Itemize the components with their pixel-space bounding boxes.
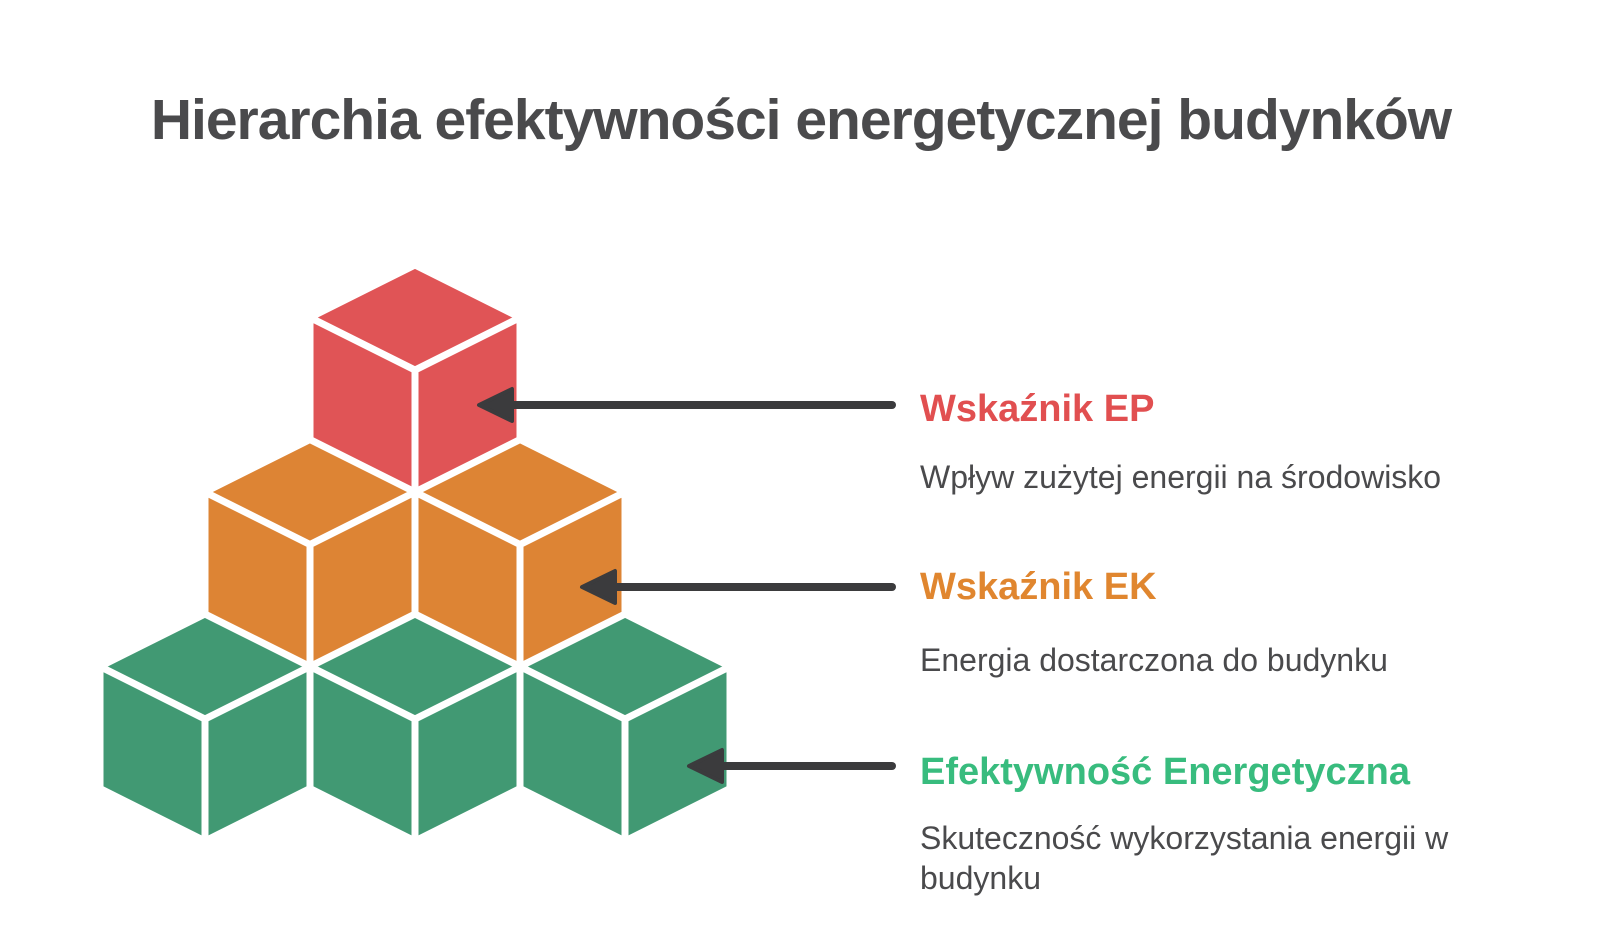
annotation-description-efektywnosc-energetyczna: Skuteczność wykorzystania energii w budy… <box>920 820 1449 896</box>
iso-cube <box>306 610 524 845</box>
arrow-efektywnosc-energetyczna <box>687 748 896 784</box>
iso-cube <box>306 261 524 496</box>
iso-cube <box>96 610 314 845</box>
annotation-description-wskaznik-ek: Energia dostarczona do budynku <box>920 642 1388 678</box>
arrow-wskaznik-ep <box>477 387 896 423</box>
page-title: Hierarchia efektywności energetycznej bu… <box>150 88 1452 152</box>
cube-pyramid <box>96 261 734 845</box>
annotation-arrows <box>477 387 896 784</box>
annotation-label-wskaznik-ep: Wskaźnik EP <box>920 388 1155 430</box>
arrow-wskaznik-ek <box>580 569 896 605</box>
annotation-label-efektywnosc-energetyczna: Efektywność Energetyczna <box>920 751 1410 793</box>
annotation-description-wskaznik-ep: Wpływ zużytej energii na środowisko <box>920 459 1442 495</box>
annotation-label-wskaznik-ek: Wskaźnik EK <box>920 566 1157 608</box>
